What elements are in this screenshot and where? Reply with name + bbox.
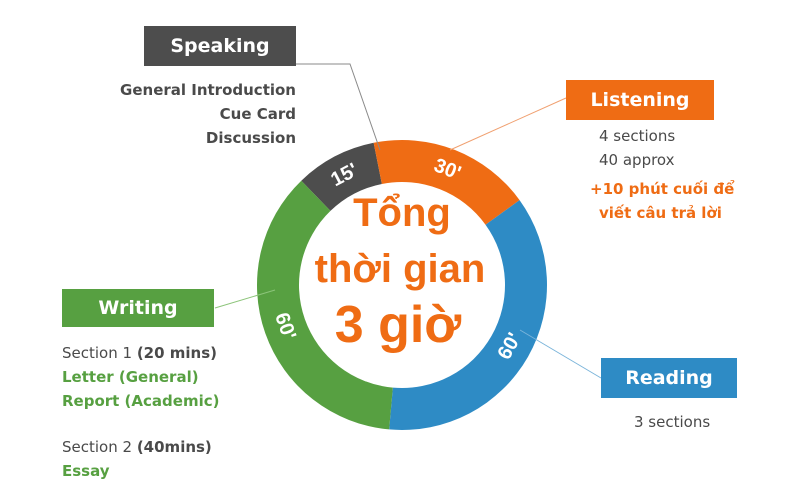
writing-connector	[214, 289, 276, 309]
listening-detail-1: 4 sections	[599, 127, 676, 145]
listening-label-box: Listening	[566, 80, 714, 120]
listening-label: Listening	[590, 89, 690, 111]
writing-label-box: Writing	[62, 289, 214, 327]
listening-segment	[373, 140, 520, 225]
writing-section-1-duration: (20 mins)	[136, 344, 218, 362]
reading-segment	[389, 200, 548, 430]
speaking-detail-3: Discussion	[205, 129, 296, 147]
center-line-3: 3 giờ	[335, 296, 462, 354]
writing-section-1-item-1: Letter (General)	[62, 368, 199, 386]
reading-detail-1: 3 sections	[634, 413, 711, 431]
writing-section-2: Section 2 (40mins)	[62, 435, 212, 459]
center-line-2: thời gian	[315, 247, 486, 291]
speaking-label-box: Speaking	[144, 26, 296, 66]
connector-lines	[214, 63, 602, 379]
listening-note-1: +10 phút cuối để	[590, 180, 735, 198]
writing-section-2-item-1: Essay	[62, 462, 110, 480]
reading-connector	[519, 329, 602, 379]
reading-label-box: Reading	[601, 358, 737, 398]
writing-section-2-duration: (40mins)	[136, 438, 212, 456]
listening-note-2: viết câu trả lời	[599, 204, 722, 222]
listening-connector	[449, 97, 567, 151]
writing-label: Writing	[98, 297, 178, 319]
speaking-detail-2: Cue Card	[219, 105, 296, 123]
center-line-1: Tổng	[353, 191, 451, 235]
time-ring	[257, 140, 548, 430]
speaking-label: Speaking	[170, 35, 270, 57]
reading-label: Reading	[625, 367, 713, 389]
writing-section-2-name: Section 2	[62, 438, 133, 456]
writing-section-1-name: Section 1	[62, 344, 133, 362]
writing-section-1: Section 1 (20 mins)	[62, 341, 217, 365]
speaking-connector	[270, 63, 381, 151]
writing-segment	[257, 180, 393, 430]
speaking-segment	[301, 142, 382, 211]
speaking-detail-1: General Introduction	[120, 81, 296, 99]
listening-detail-2: 40 approx	[599, 151, 675, 169]
writing-section-1-item-2: Report (Academic)	[62, 392, 220, 410]
